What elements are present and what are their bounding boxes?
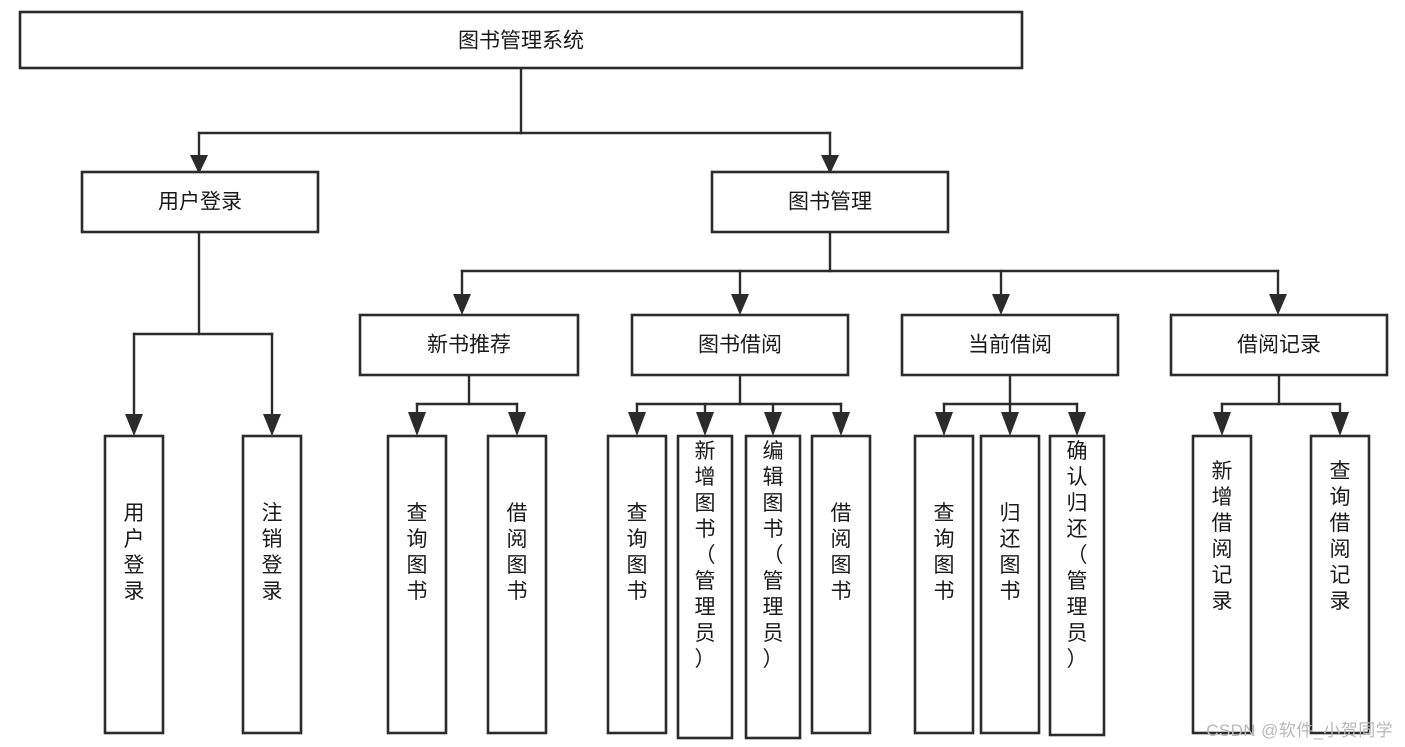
node-leaf-query-book-3-box[interactable] (913, 434, 975, 735)
arrowhead-borrow-record (1269, 294, 1287, 315)
node-leaf-return-book-label: 归还图书 (1000, 502, 1021, 603)
node-leaf-user-login-label: 用户登录 (124, 502, 145, 603)
arrowhead-book-borrow (731, 294, 749, 315)
arrowhead-leaf-borrow-book-2 (832, 412, 850, 436)
node-root-label: 图书管理系统 (458, 30, 584, 53)
node-leaf-query-book-2-box[interactable] (606, 434, 668, 735)
node-book-borrow[interactable]: 图书借阅 (630, 313, 850, 377)
arrowhead-leaf-query-book-3 (935, 412, 953, 436)
node-book-borrow-box[interactable] (630, 313, 850, 377)
node-leaf-query-book-2-label: 查询图书 (627, 502, 648, 603)
arrowhead-leaf-borrow-book-1 (508, 412, 526, 436)
node-root[interactable]: 图书管理系统 (18, 10, 1024, 70)
node-leaf-add-book-box[interactable] (676, 434, 734, 740)
node-user-login[interactable]: 用户登录 (80, 170, 320, 234)
arrowhead-leaf-query-book-2 (628, 412, 646, 436)
node-new-book-rec[interactable]: 新书推荐 (358, 313, 580, 377)
arrowhead-leaf-query-record (1331, 412, 1349, 436)
node-user-login-box[interactable] (80, 170, 320, 234)
node-leaf-user-login-box[interactable] (103, 434, 165, 735)
node-leaf-confirm-return-label: 确认归还（管理员） (1067, 440, 1088, 671)
arrowhead-leaf-edit-book (764, 412, 782, 436)
connector-layer (125, 66, 1349, 436)
node-current-borrow-box[interactable] (900, 313, 1120, 377)
node-leaf-edit-book[interactable]: 编辑图书（管理员） (744, 434, 802, 740)
arrowhead-leaf-confirm-return (1068, 412, 1086, 436)
node-leaf-borrow-book-2-box[interactable] (810, 434, 872, 735)
node-new-book-rec-label: 新书推荐 (427, 334, 511, 357)
node-leaf-user-login[interactable]: 用户登录 (103, 434, 165, 735)
node-leaf-add-book[interactable]: 新增图书（管理员） (676, 434, 734, 740)
node-leaf-query-book-3-label: 查询图书 (934, 502, 955, 603)
node-leaf-borrow-book-1-label: 借阅图书 (507, 502, 528, 603)
node-borrow-record-label: 借阅记录 (1237, 334, 1321, 357)
node-current-borrow-label: 当前借阅 (968, 334, 1052, 357)
node-leaf-return-book[interactable]: 归还图书 (979, 434, 1041, 735)
node-leaf-query-book-1[interactable]: 查询图书 (386, 434, 448, 735)
csdn-watermark: CSDN @软件_小贺同学 (1206, 721, 1393, 740)
node-leaf-logout-login-box[interactable] (241, 434, 303, 735)
node-leaf-edit-book-label: 编辑图书（管理员） (763, 440, 784, 671)
node-leaf-edit-book-box[interactable] (744, 434, 802, 740)
node-leaf-borrow-book-1[interactable]: 借阅图书 (486, 434, 548, 735)
node-leaf-query-book-2[interactable]: 查询图书 (606, 434, 668, 735)
arrowhead-leaf-user-login (125, 414, 143, 436)
node-new-book-rec-box[interactable] (358, 313, 580, 377)
node-leaf-query-book-1-label: 查询图书 (407, 502, 428, 603)
node-leaf-borrow-book-1-box[interactable] (486, 434, 548, 735)
node-borrow-record[interactable]: 借阅记录 (1169, 313, 1389, 377)
node-borrow-record-box[interactable] (1169, 313, 1389, 377)
node-current-borrow[interactable]: 当前借阅 (900, 313, 1120, 377)
node-leaf-borrow-book-2[interactable]: 借阅图书 (810, 434, 872, 735)
node-leaf-confirm-return[interactable]: 确认归还（管理员） (1048, 434, 1106, 737)
arrowhead-leaf-logout-login (263, 414, 281, 436)
node-book-manage-box[interactable] (710, 170, 950, 234)
arrowhead-new-book-rec (453, 294, 471, 315)
node-leaf-query-book-3[interactable]: 查询图书 (913, 434, 975, 735)
node-book-manage[interactable]: 图书管理 (710, 170, 950, 234)
node-leaf-logout-login-label: 注销登录 (262, 502, 283, 603)
node-leaf-query-record[interactable]: 查询借阅记录 (1309, 434, 1371, 735)
node-leaf-logout-login[interactable]: 注销登录 (241, 434, 303, 735)
arrowhead-leaf-query-book-1 (408, 412, 426, 436)
node-book-manage-label: 图书管理 (788, 191, 872, 214)
arrowhead-user-login (190, 155, 208, 174)
node-leaf-confirm-return-box[interactable] (1048, 434, 1106, 737)
node-leaf-add-record-box[interactable] (1191, 434, 1253, 735)
arrowhead-leaf-add-book (696, 412, 714, 436)
node-leaf-add-book-label: 新增图书（管理员） (695, 440, 716, 671)
node-user-login-label: 用户登录 (158, 191, 242, 214)
node-leaf-return-book-box[interactable] (979, 434, 1041, 735)
arrowhead-book-manage (821, 155, 839, 174)
node-leaf-borrow-book-2-label: 借阅图书 (831, 502, 852, 603)
node-leaf-query-book-1-box[interactable] (386, 434, 448, 735)
node-leaf-add-record[interactable]: 新增借阅记录 (1191, 434, 1253, 735)
node-leaf-add-record-label: 新增借阅记录 (1212, 460, 1233, 613)
arrowhead-leaf-return-book (1001, 412, 1019, 436)
arrowhead-leaf-add-record (1213, 412, 1231, 436)
arrowhead-current-borrow (992, 294, 1010, 315)
node-root-box[interactable] (18, 10, 1024, 70)
node-leaf-query-record-box[interactable] (1309, 434, 1371, 735)
node-book-borrow-label: 图书借阅 (698, 334, 782, 357)
node-leaf-query-record-label: 查询借阅记录 (1330, 460, 1351, 613)
